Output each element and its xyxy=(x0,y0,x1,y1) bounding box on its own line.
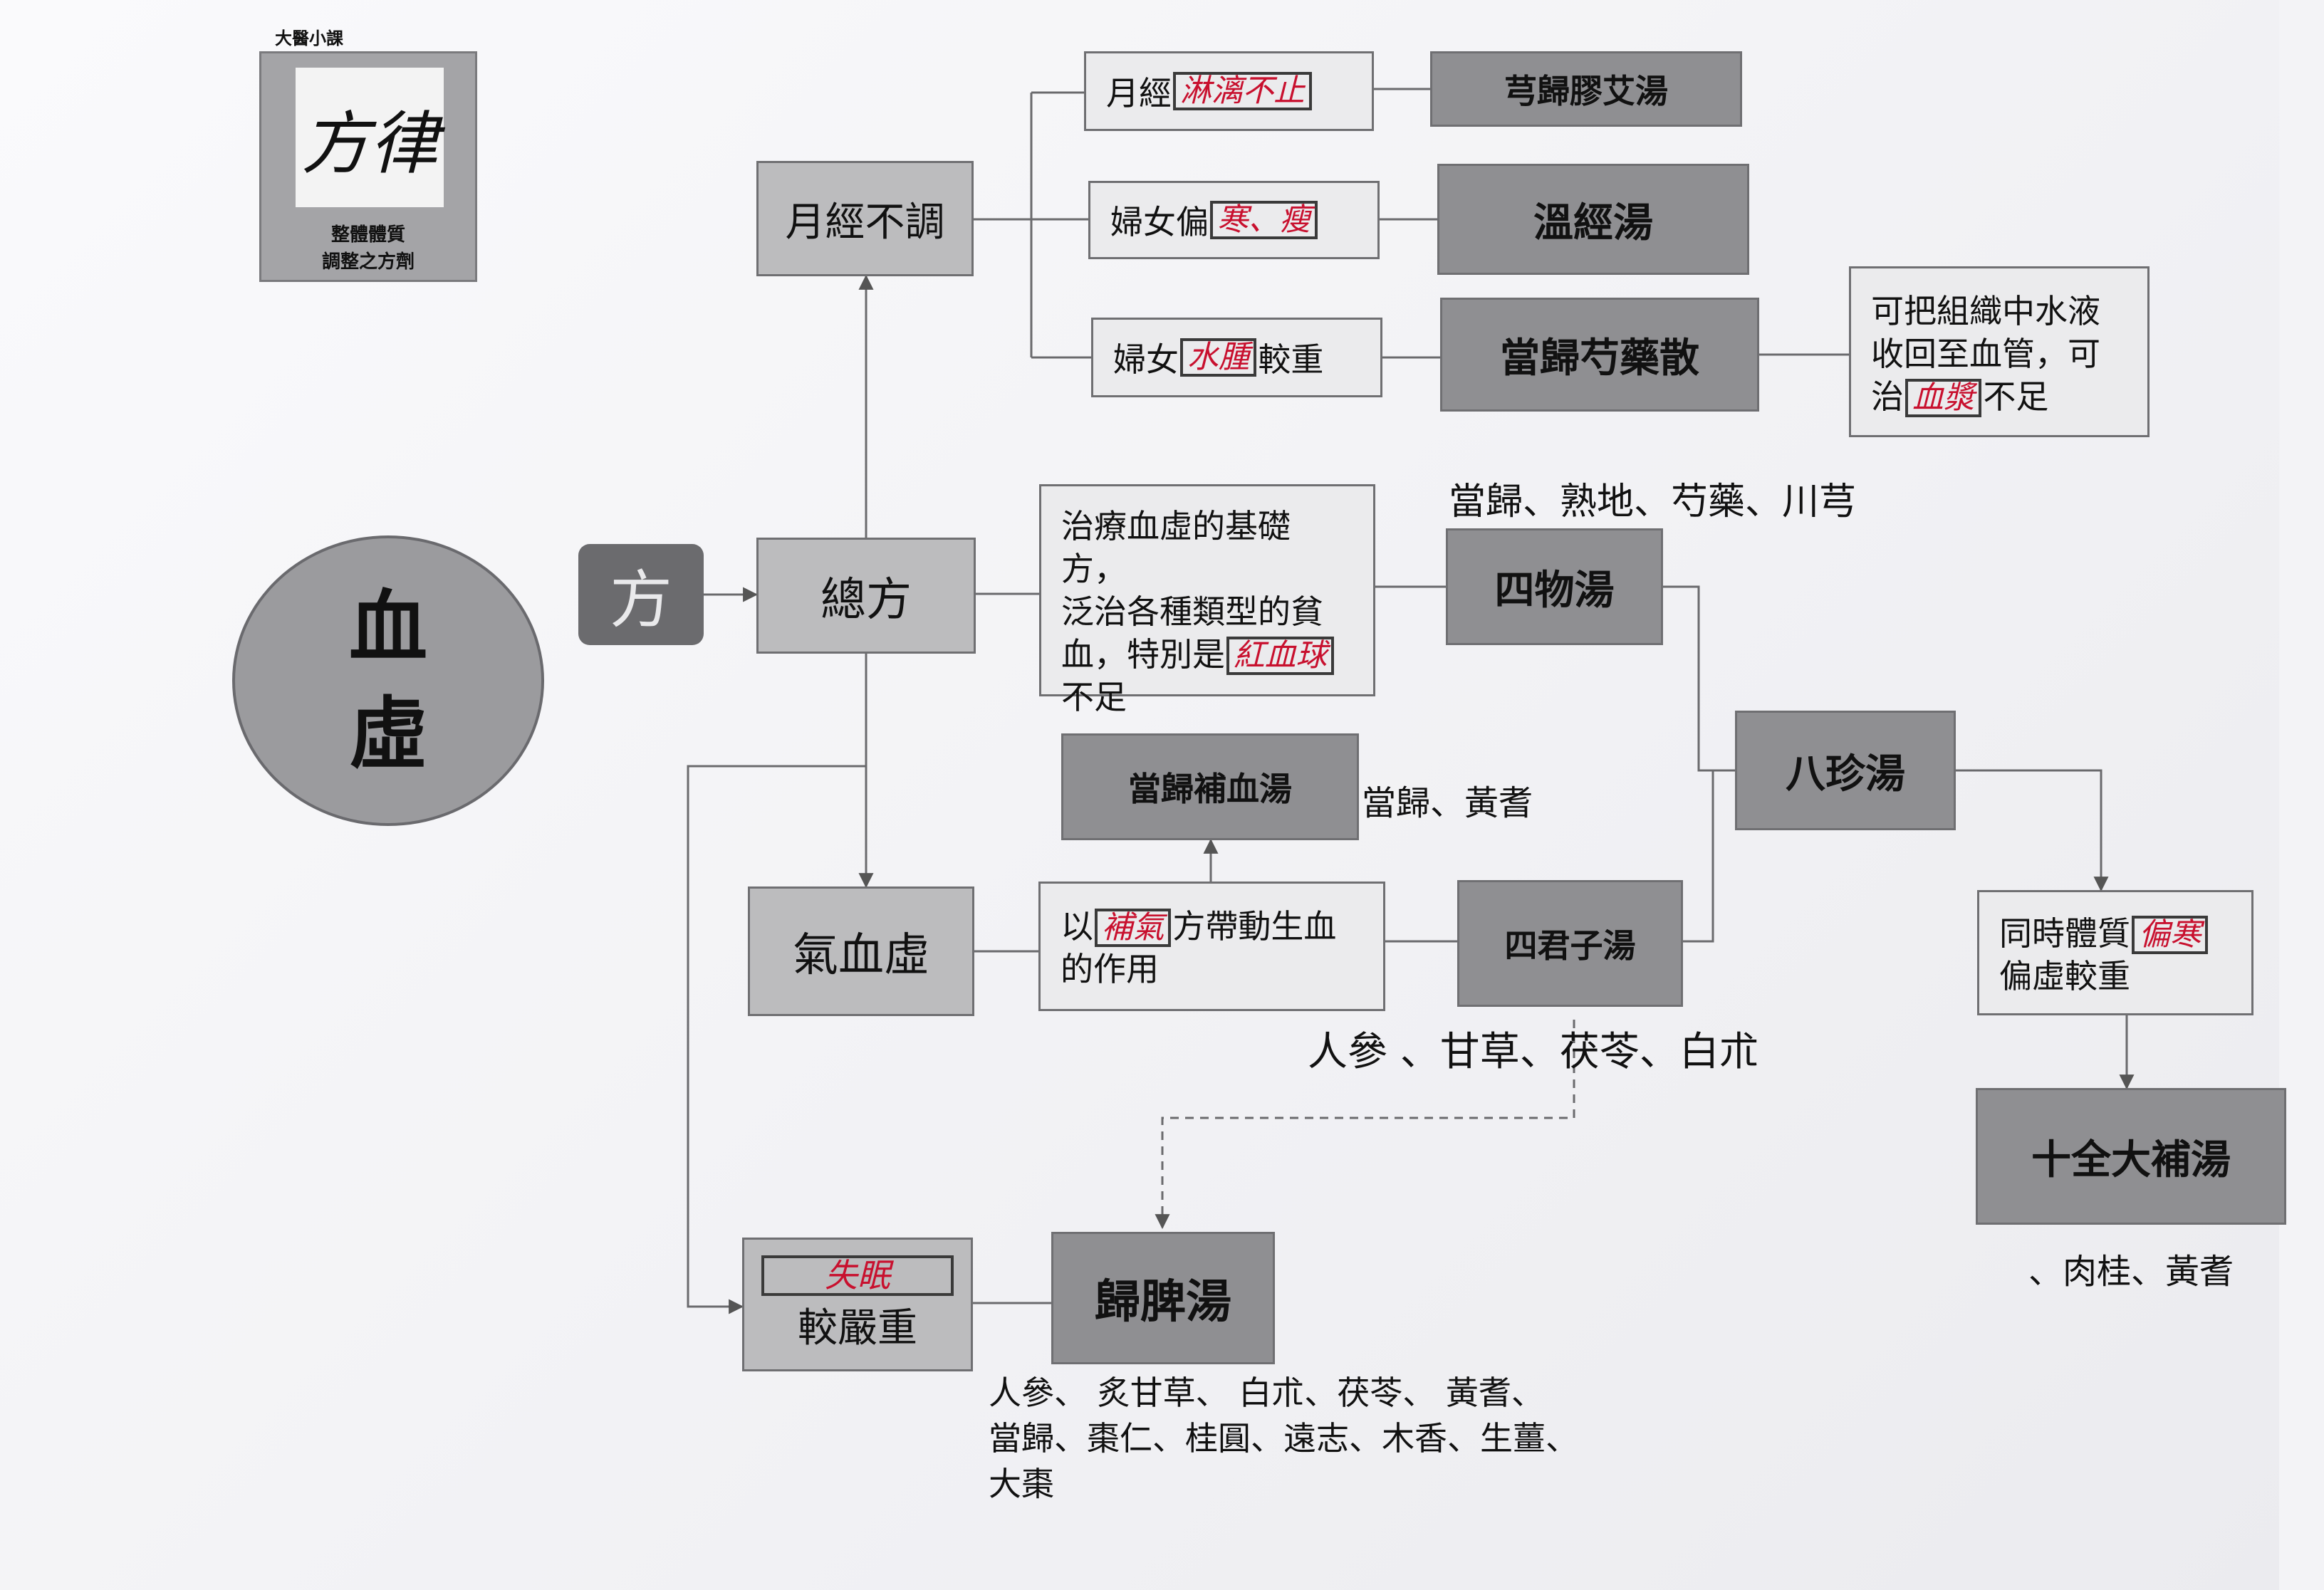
logo-badge: 方律 整體體質 調整之方劑 xyxy=(259,51,477,282)
node-row-fuu-han-shou: 婦女偏寒、瘦 xyxy=(1088,181,1380,259)
formula-wenjing: 溫經湯 xyxy=(1437,164,1749,275)
formula-dangguishaoyao: 當歸芍藥散 xyxy=(1440,298,1759,412)
main-char-2: 虛 xyxy=(349,688,427,780)
formula-dangguibuxue: 當歸補血湯 xyxy=(1061,733,1359,840)
handwritten-shuizhong: 水腫 xyxy=(1180,338,1257,377)
node-zongfang: 總方 xyxy=(756,538,976,654)
arrow-bazhen-to-condition xyxy=(1956,769,2109,892)
node-row-yuejing-linli: 月經淋漓不止 xyxy=(1084,51,1374,131)
node-row-fuu-shuizhong: 婦女水腫較重 xyxy=(1091,318,1382,397)
condition-shiquan: 同時體質偏寒 偏虛較重 xyxy=(1977,890,2253,1015)
condition-guipi: 失眠 較嚴重 xyxy=(742,1238,973,1371)
fang-badge: 方 xyxy=(578,544,704,645)
handwritten-hongxueqiu: 紅血球 xyxy=(1226,637,1335,675)
handwritten-shimian: 失眠 xyxy=(761,1255,954,1296)
formula-bazhen: 八珍湯 xyxy=(1735,711,1956,830)
logo-calligraphy: 方律 xyxy=(296,68,444,207)
node-qixuexu: 氣血虛 xyxy=(748,886,974,1016)
formula-shiquandabu: 十全大補湯 xyxy=(1976,1088,2286,1225)
herbs-shiquan-extra: 、肉桂、黃耆 xyxy=(2028,1252,2234,1292)
formula-xiongguijiaoai: 芎歸膠艾湯 xyxy=(1430,51,1742,127)
formula-siwu: 四物湯 xyxy=(1446,528,1663,645)
herbs-sijunzi: 人參 、甘草、茯苓、白朮 xyxy=(1308,1029,1759,1075)
logo-mini-text: 大醫小課 xyxy=(275,28,343,48)
main-char-1: 血 xyxy=(349,581,427,673)
handwritten-linli: 淋漓不止 xyxy=(1173,72,1312,110)
node-yuejing-butiao: 月經不調 xyxy=(756,161,974,276)
herbs-siwu: 當歸、熟地、芍藥、川芎 xyxy=(1449,481,1857,523)
main-topic-circle: 血 虛 xyxy=(232,535,544,826)
formula-guipi: 歸脾湯 xyxy=(1051,1232,1275,1364)
handwritten-buqi: 補氣 xyxy=(1095,909,1172,947)
herbs-guipi: 人參、 炙甘草、 白朮、茯苓、 黃耆、 當歸、棗仁、桂圓、遠志、木香、生薑、 大… xyxy=(989,1374,1578,1503)
logo-caption: 整體體質 調整之方劑 xyxy=(321,224,415,273)
handwritten-xuejiang: 血漿 xyxy=(1905,379,1982,417)
desc-siwu: 治療血虛的基礎方， 泛治各種類型的貧 血，特別是紅血球 不足 xyxy=(1039,484,1375,716)
herbs-dangguibuxue: 當歸、黃耆 xyxy=(1362,783,1533,823)
formula-sijunzi: 四君子湯 xyxy=(1457,880,1683,1007)
handwritten-han-shou: 寒、瘦 xyxy=(1210,201,1318,239)
dashed-arrow-sijunzi-to-guipi xyxy=(1155,1020,1575,1230)
desc-sijunzi: 以補氣方帶動生血 的作用 xyxy=(1038,882,1385,1011)
arrow-to-guipi-condition xyxy=(687,765,866,1314)
note-dangguishaoyao: 可把組織中水液 收回至血管，可 治血漿不足 xyxy=(1849,266,2150,437)
handwritten-pianhan: 偏寒 xyxy=(2132,916,2209,954)
